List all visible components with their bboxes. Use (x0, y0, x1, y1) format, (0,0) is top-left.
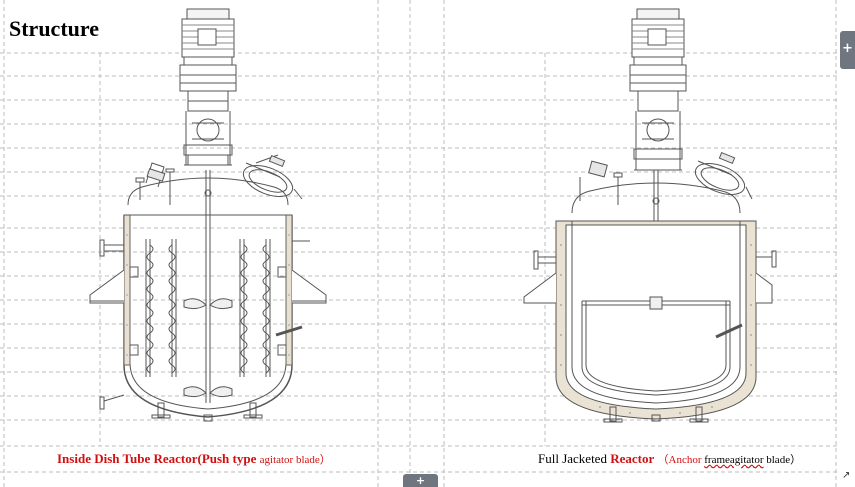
right-reactor-caption: Full Jacketed Reactor （Anchor frameagita… (538, 451, 801, 467)
coil-tube-right (239, 239, 287, 377)
motor-icon (181, 8, 235, 66)
left-caption-title: Inside Dish Tube Reactor(Push type (57, 451, 257, 466)
manhole-icon (694, 151, 753, 200)
manhole-icon (242, 154, 303, 200)
resize-arrow-icon[interactable]: ↗ (842, 470, 851, 481)
seal-frame-icon (633, 111, 683, 171)
left-reactor-caption: Inside Dish Tube Reactor(Push type agita… (57, 451, 331, 467)
motor-icon (631, 8, 685, 66)
plus-icon: + (415, 474, 426, 487)
plus-icon: + (842, 41, 853, 56)
seal-frame-icon (183, 111, 233, 166)
full-jacketed-reactor-drawing (523, 8, 777, 423)
anchor-frame-agitator-icon (581, 296, 731, 396)
bottom-expand-button[interactable]: + (403, 474, 438, 487)
right-caption-prefix: Full Jacketed (538, 451, 611, 466)
page-title: Structure (9, 16, 100, 41)
dish-tube-reactor-drawing (89, 8, 327, 422)
left-caption-detail: agitator blade） (259, 454, 331, 466)
right-caption-detail: blade） (763, 454, 802, 466)
push-blade-icon (183, 298, 233, 398)
coil-tube-left (129, 239, 177, 377)
right-caption-paren: （Anchor (657, 454, 705, 466)
right-caption-squiggle: frameagitator (704, 454, 764, 466)
right-caption-title: Reactor (610, 451, 655, 466)
gearbox-icon (179, 64, 237, 112)
gearbox-icon (629, 64, 687, 112)
side-expand-button[interactable]: + (840, 31, 855, 69)
